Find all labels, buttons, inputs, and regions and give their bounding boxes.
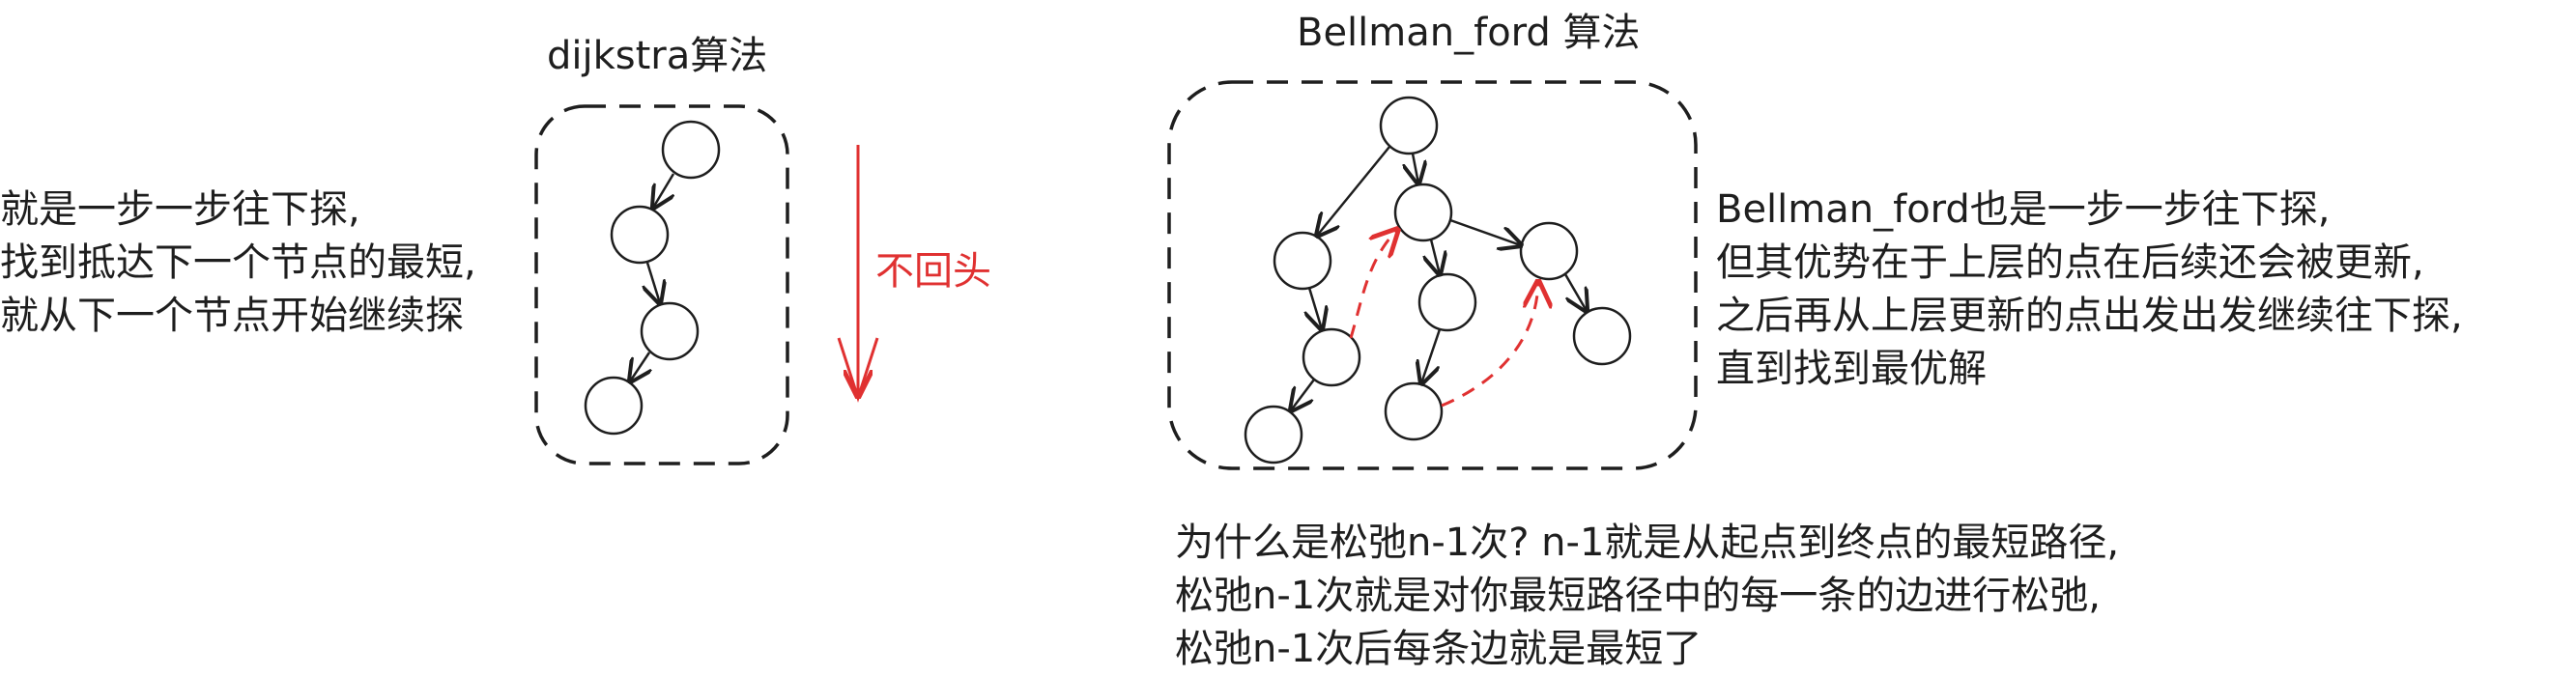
bellman-node-left-grandchild [1244, 405, 1303, 465]
no-return-arrow-head [837, 337, 879, 403]
bellman-edge-mid-midchild [1431, 239, 1440, 274]
bellman-description-line-2: 但其优势在于上层的点在后续还会被更新, [1716, 240, 2424, 285]
dijkstra-node-3 [640, 301, 700, 361]
bellman-edge-root-mid [1413, 153, 1418, 183]
dijkstra-description-line-3: 就从下一个节点开始继续探 [0, 294, 464, 338]
bellman-node-mid [1393, 183, 1453, 242]
bellman-edge-leftchild-grandchild [1291, 379, 1315, 410]
bellman-nodes [1244, 96, 1632, 465]
bellman-frame [1167, 80, 1698, 470]
bellman-node-right [1519, 221, 1579, 281]
bellman-node-mid-child [1417, 272, 1477, 332]
bellman-node-root [1379, 96, 1439, 155]
bellman-update-edge-right [1441, 282, 1538, 408]
bellman-update-edges [1349, 230, 1538, 408]
dijkstra-node-1 [661, 120, 721, 180]
relaxation-question-line-3: 松弛n-1次后每条边就是最短了 [1175, 627, 1703, 671]
bellman-edge-right-rightchild [1563, 273, 1587, 311]
dijkstra-description-line-2: 找到抵达下一个节点的最短, [0, 240, 476, 285]
dijkstra-frame [534, 104, 789, 465]
bellman-node-right-child [1572, 306, 1632, 366]
dijkstra-nodes [584, 120, 721, 436]
no-return-label: 不回头 [875, 249, 991, 294]
dijkstra-title: dijkstra算法 [547, 34, 768, 78]
dijkstra-node-4 [584, 376, 644, 436]
bellman-edge-root-left [1317, 146, 1390, 236]
dijkstra-edge-2-3 [647, 262, 660, 303]
dijkstra-edges [630, 173, 673, 381]
bellman-edges [1291, 146, 1587, 410]
bellman-edge-left-leftchild [1309, 287, 1322, 329]
bellman-node-left [1273, 231, 1332, 291]
bellman-description-line-3: 之后再从上层更新的点出发出发继续往下探, [1716, 294, 2463, 338]
dijkstra-edge-3-4 [630, 352, 649, 381]
bellman-description-line-1: Bellman_ford也是一步一步往下探, [1716, 187, 2331, 232]
dijkstra-edge-1-2 [653, 173, 673, 208]
relaxation-question: 为什么是松弛n-1次? n-1就是从起点到终点的最短路径, 松弛n-1次就是对你… [1175, 517, 2119, 676]
bellman-description: Bellman_ford也是一步一步往下探, 但其优势在于上层的点在后续还会被更… [1716, 183, 2463, 396]
bellman-node-mid-grandchild [1384, 381, 1444, 441]
dijkstra-description-line-1: 就是一步一步往下探, [0, 187, 360, 232]
bellman-description-line-4: 直到找到最优解 [1716, 347, 1987, 391]
bellman-node-left-child [1302, 327, 1361, 387]
dijkstra-node-2 [610, 205, 670, 265]
bellman-edge-mid-right [1449, 218, 1521, 245]
relaxation-question-line-1: 为什么是松弛n-1次? n-1就是从起点到终点的最短路径, [1175, 521, 2120, 565]
bellman-update-edge-left [1349, 230, 1397, 339]
dijkstra-description: 就是一步一步往下探, 找到抵达下一个节点的最短, 就从下一个节点开始继续探 [0, 183, 476, 343]
bellman-title: Bellman_ford 算法 [1297, 11, 1641, 55]
bellman-edge-midchild-grandchild [1421, 328, 1442, 383]
relaxation-question-line-2: 松弛n-1次就是对你最短路径中的每一条的边进行松弛, [1175, 574, 2101, 618]
